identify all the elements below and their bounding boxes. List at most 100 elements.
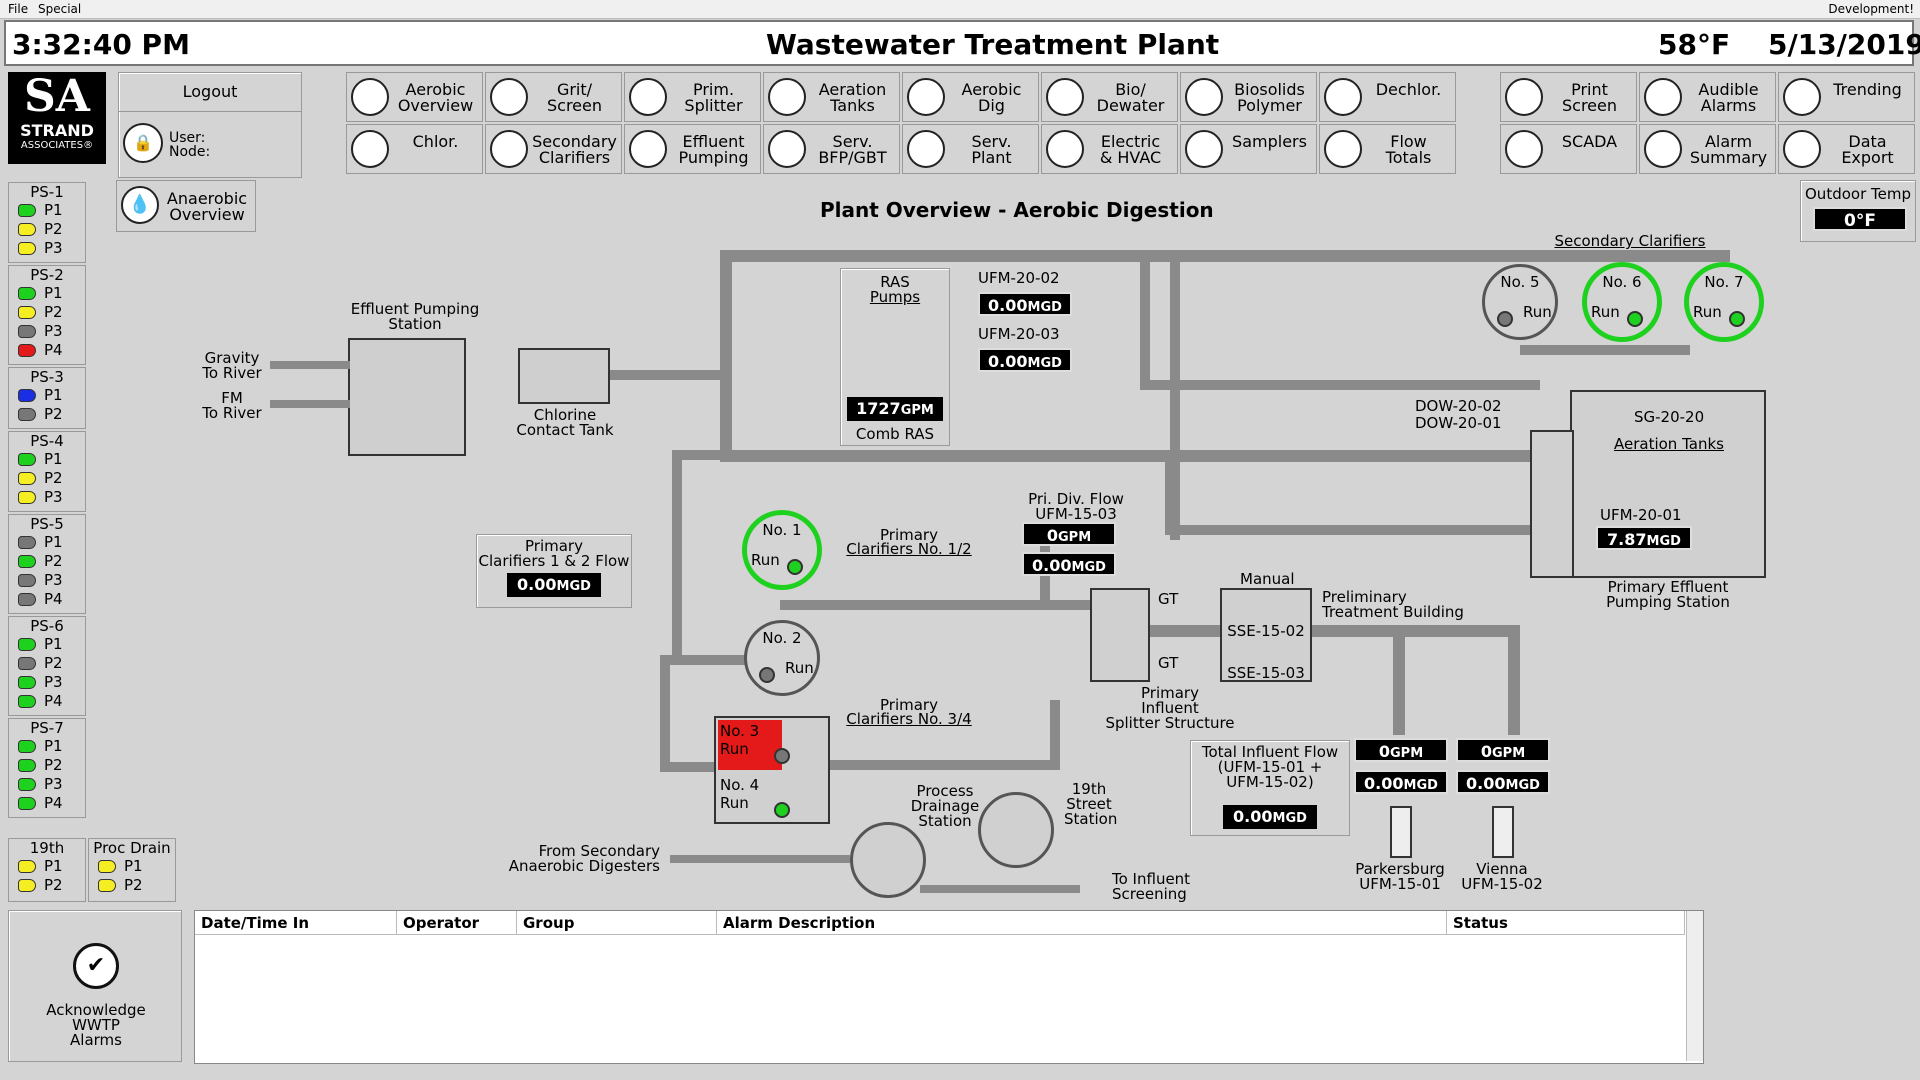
nav-row1-button-7[interactable]: Dechlor. — [1319, 72, 1456, 122]
primary-clar-34-link[interactable]: Clarifiers No. 3/4 — [846, 710, 972, 728]
pump-row[interactable]: P1 — [9, 635, 85, 654]
nav-row2-button-6[interactable]: Samplers — [1180, 124, 1317, 174]
process-drainage-station[interactable] — [850, 822, 926, 898]
nav-row1-button-0[interactable]: Aerobic Overview — [346, 72, 483, 122]
manual-screens[interactable]: SSE-15-02 SSE-15-03 — [1220, 588, 1312, 682]
splitter-label: Primary Influent Splitter Structure — [1105, 684, 1235, 732]
col-status[interactable]: Status — [1447, 911, 1685, 935]
manual-label: Manual — [1240, 570, 1295, 588]
ufm-20-02-label: UFM-20-02 — [978, 269, 1060, 287]
pump-row[interactable]: P1 — [9, 201, 85, 220]
pump-row[interactable]: P2 — [9, 654, 85, 673]
effluent-pumping-station[interactable] — [348, 338, 466, 456]
pump-row[interactable]: P2 — [89, 876, 175, 895]
pump-row[interactable]: P4 — [9, 692, 85, 711]
pump-row[interactable]: P1 — [9, 857, 85, 876]
anaerobic-overview-button[interactable]: 💧 Anaerobic Overview — [116, 180, 256, 232]
nav-row1-button-6[interactable]: Biosolids Polymer — [1180, 72, 1317, 122]
nav-row2-button-0[interactable]: Chlor. — [346, 124, 483, 174]
alarm-table[interactable]: Date/Time In Operator Group Alarm Descri… — [194, 910, 1704, 1064]
acknowledge-check-icon[interactable]: ✔ — [73, 943, 119, 989]
pump-row[interactable]: P3 — [9, 322, 85, 341]
right-nav-button-3[interactable]: SCADA — [1500, 124, 1637, 174]
pump-row[interactable]: P1 — [89, 857, 175, 876]
right-nav-button-2[interactable]: Trending — [1778, 72, 1915, 122]
nav-row2-button-5[interactable]: Electric & HVAC — [1041, 124, 1178, 174]
pump-icon — [18, 638, 36, 651]
col-group[interactable]: Group — [517, 911, 717, 935]
acknowledge-label[interactable]: Acknowledge WWTP Alarms — [46, 1001, 146, 1049]
nav-row1-button-4[interactable]: Aerobic Dig — [902, 72, 1039, 122]
nav-row1-button-5[interactable]: Bio/ Dewater — [1041, 72, 1178, 122]
nav-row2-button-7[interactable]: Flow Totals — [1319, 124, 1456, 174]
right-nav-button-5[interactable]: Data Export — [1778, 124, 1915, 174]
nav-row2-button-4[interactable]: Serv. Plant — [902, 124, 1039, 174]
pump-row[interactable]: P2 — [9, 876, 85, 895]
aeration-tanks-label[interactable]: Aeration Tanks — [1614, 435, 1724, 453]
pump-row[interactable]: P1 — [9, 737, 85, 756]
pump-row[interactable]: P1 — [9, 284, 85, 303]
pipe-to-influent — [920, 885, 1080, 893]
pump-row[interactable]: P3 — [9, 775, 85, 794]
19th-street-station[interactable] — [978, 792, 1054, 868]
pump-row[interactable]: P4 — [9, 341, 85, 360]
right-nav-button-4[interactable]: Alarm Summary — [1639, 124, 1776, 174]
primary-effluent-pumps[interactable] — [1530, 430, 1574, 578]
flask-icon — [351, 130, 389, 168]
pump-row[interactable]: P3 — [9, 239, 85, 258]
col-alarm-description[interactable]: Alarm Description — [717, 911, 1447, 935]
pump-row[interactable]: P2 — [9, 405, 85, 424]
menu-development[interactable]: Development! — [1828, 2, 1914, 16]
secondary-clarifiers-label[interactable]: Secondary Clarifiers — [1554, 232, 1706, 250]
nav-row2-button-1[interactable]: Secondary Clarifiers — [485, 124, 622, 174]
pump-row[interactable]: P2 — [9, 756, 85, 775]
nav-row1-button-2[interactable]: Prim. Splitter — [624, 72, 761, 122]
pump-icon — [907, 130, 945, 168]
pump-row[interactable]: P3 — [9, 488, 85, 507]
col-operator[interactable]: Operator — [397, 911, 517, 935]
pump-row[interactable]: P2 — [9, 220, 85, 239]
pump-row[interactable]: P1 — [9, 386, 85, 405]
nav-row1-button-1[interactable]: Grit/ Screen — [485, 72, 622, 122]
pump-row[interactable]: P1 — [9, 450, 85, 469]
right-nav-button-0[interactable]: Print Screen — [1500, 72, 1637, 122]
pump-icon — [18, 306, 36, 319]
login-panel: Logout 🔒 User: Node: — [118, 72, 302, 178]
col-date-time[interactable]: Date/Time In — [195, 911, 397, 935]
pump-row[interactable]: P2 — [9, 469, 85, 488]
chlorine-contact-tank[interactable] — [518, 348, 610, 404]
menu-file[interactable]: File — [8, 2, 29, 16]
pump-row[interactable]: P3 — [9, 571, 85, 590]
pump-row[interactable]: P2 — [9, 552, 85, 571]
primary-influent-splitter[interactable] — [1090, 588, 1150, 682]
pump-row[interactable]: P1 — [9, 533, 85, 552]
pump-row[interactable]: P2 — [9, 303, 85, 322]
alarm-scrollbar[interactable] — [1686, 911, 1703, 1061]
primary-clar-12-link[interactable]: Clarifiers No. 1/2 — [846, 540, 972, 558]
nav-row1-button-3[interactable]: Aeration Tanks — [763, 72, 900, 122]
node-label: Node: — [169, 144, 211, 160]
pump-row[interactable]: P4 — [9, 794, 85, 813]
menu-special[interactable]: Special — [38, 2, 82, 16]
nav-row2-button-3[interactable]: Serv. BFP/GBT — [763, 124, 900, 174]
pump-row[interactable]: P4 — [9, 590, 85, 609]
pump-row[interactable]: P3 — [9, 673, 85, 692]
right-nav-button-1[interactable]: Audible Alarms — [1639, 72, 1776, 122]
nav-row2-button-2[interactable]: Effluent Pumping — [624, 124, 761, 174]
logout-button[interactable]: Logout — [119, 73, 301, 112]
